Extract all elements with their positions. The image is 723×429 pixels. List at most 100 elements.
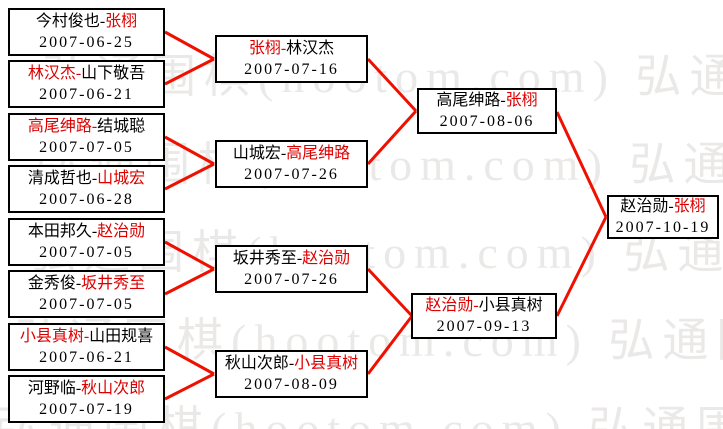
match-box-r2m4: 秋山次郎-小县真树 2007-08-09 — [215, 350, 368, 398]
player-right: 秋山次郎 — [81, 380, 146, 397]
connector-line — [164, 162, 215, 191]
match-date: 2007-06-25 — [39, 34, 134, 51]
player-left: 赵治勋 — [425, 297, 474, 314]
player-right: 张栩 — [673, 198, 706, 215]
connector-line — [366, 315, 414, 375]
match-date: 2007-06-21 — [39, 349, 134, 366]
match-players: 张栩-林汉杰 — [249, 38, 334, 59]
match-players: 高尾绅路-张栩 — [436, 90, 537, 111]
player-separator: - — [75, 65, 82, 82]
match-players: 赵治勋-张栩 — [620, 196, 705, 217]
player-left: 高尾绅路 — [27, 118, 92, 135]
connector-line — [366, 109, 418, 166]
player-separator: - — [91, 223, 98, 240]
player-left: 张栩 — [248, 40, 281, 57]
player-left: 坂井秀至 — [232, 250, 297, 267]
match-box-r1m8: 河野临-秋山次郎 2007-07-19 — [8, 375, 165, 423]
player-right: 小县真树 — [478, 297, 543, 314]
match-players: 本田邦久-赵治勋 — [28, 221, 145, 242]
match-date: 2007-07-19 — [39, 401, 134, 418]
match-box-r1m5: 本田邦久-赵治勋 2007-07-05 — [8, 218, 165, 266]
match-date: 2007-08-06 — [439, 113, 535, 130]
player-separator: - — [83, 328, 90, 345]
connector-line — [164, 57, 215, 86]
player-left: 小县真树 — [19, 328, 84, 345]
player-separator: - — [288, 355, 295, 372]
match-box-r1m3: 高尾绅路-结城聪 2007-07-05 — [8, 113, 165, 161]
player-separator: - — [473, 297, 479, 314]
player-left: 赵治勋 — [620, 198, 669, 215]
match-players: 秋山次郎-小县真树 — [225, 353, 358, 374]
match-date: 2007-07-05 — [39, 139, 134, 156]
match-date: 2007-07-26 — [244, 166, 339, 183]
player-left: 金秀俊 — [27, 275, 76, 292]
match-box-final: 赵治勋-张栩 2007-10-19 — [607, 195, 719, 239]
player-right: 山下敬吾 — [81, 65, 146, 82]
player-separator: - — [500, 92, 506, 109]
connector-line — [555, 216, 608, 317]
connector-line — [366, 267, 414, 318]
match-date: 2007-07-26 — [244, 271, 339, 288]
player-left: 本田邦久 — [27, 223, 92, 240]
match-players: 金秀俊-坂井秀至 — [28, 273, 145, 294]
match-box-r1m1: 今村俊也-张栩 2007-06-25 — [8, 8, 165, 56]
player-right: 高尾绅路 — [286, 145, 351, 162]
connector-line — [164, 135, 215, 166]
match-players: 高尾绅路-结城聪 — [28, 116, 145, 137]
match-players: 小县真树-山田规喜 — [20, 326, 153, 347]
player-separator: - — [296, 250, 303, 267]
match-box-r2m1: 张栩-林汉杰 2007-07-16 — [215, 35, 368, 83]
match-box-r1m6: 金秀俊-坂井秀至 2007-07-05 — [8, 270, 165, 318]
player-right: 赵治勋 — [97, 223, 146, 240]
match-box-r3m1: 高尾绅路-张栩 2007-08-06 — [417, 88, 557, 134]
player-separator: - — [91, 170, 98, 187]
player-separator: - — [280, 145, 287, 162]
connector-line — [164, 345, 215, 376]
match-box-r1m2: 林汉杰-山下敬吾 2007-06-21 — [8, 60, 165, 108]
player-right: 结城聪 — [97, 118, 146, 135]
player-left: 山城宏 — [232, 145, 281, 162]
match-players: 今村俊也-张栩 — [36, 11, 137, 32]
match-date: 2007-08-09 — [244, 376, 339, 393]
match-box-r1m7: 小县真树-山田规喜 2007-06-21 — [8, 323, 165, 371]
match-box-r1m4: 清成哲也-山城宏 2007-06-28 — [8, 165, 165, 213]
player-right: 张栩 — [105, 13, 138, 30]
player-right: 坂井秀至 — [81, 275, 146, 292]
player-separator: - — [668, 198, 674, 215]
player-left: 高尾绅路 — [436, 92, 501, 109]
match-box-r2m3: 坂井秀至-赵治勋 2007-07-26 — [215, 245, 368, 293]
match-box-r3m2: 赵治勋-小县真树 2007-09-13 — [411, 293, 557, 339]
match-date: 2007-07-05 — [39, 244, 134, 261]
connector-line — [164, 267, 215, 296]
match-date: 2007-06-21 — [39, 86, 134, 103]
player-left: 河野临 — [27, 380, 76, 397]
player-separator: - — [280, 40, 287, 57]
connector-line — [164, 372, 215, 401]
match-players: 河野临-秋山次郎 — [28, 378, 145, 399]
player-right: 山城宏 — [97, 170, 146, 187]
player-right: 林汉杰 — [286, 40, 335, 57]
match-players: 山城宏-高尾绅路 — [233, 143, 350, 164]
match-players: 赵治勋-小县真树 — [425, 295, 542, 316]
player-right: 小县真树 — [294, 355, 359, 372]
match-date: 2007-07-05 — [39, 296, 134, 313]
player-separator: - — [99, 13, 106, 30]
match-date: 2007-10-19 — [615, 219, 711, 236]
connector-line — [164, 30, 215, 61]
match-date: 2007-09-13 — [436, 318, 532, 335]
player-right: 赵治勋 — [302, 250, 351, 267]
match-box-r2m2: 山城宏-高尾绅路 2007-07-26 — [215, 140, 368, 188]
match-players: 坂井秀至-赵治勋 — [233, 248, 350, 269]
player-left: 秋山次郎 — [224, 355, 289, 372]
player-right: 山田规喜 — [89, 328, 154, 345]
match-players: 林汉杰-山下敬吾 — [28, 63, 145, 84]
player-separator: - — [75, 275, 82, 292]
player-separator: - — [91, 118, 98, 135]
player-left: 今村俊也 — [35, 13, 100, 30]
connector-line — [366, 57, 418, 113]
connector-line — [164, 240, 215, 271]
player-right: 张栩 — [505, 92, 538, 109]
match-date: 2007-06-28 — [39, 191, 134, 208]
match-players: 清成哲也-山城宏 — [28, 168, 145, 189]
